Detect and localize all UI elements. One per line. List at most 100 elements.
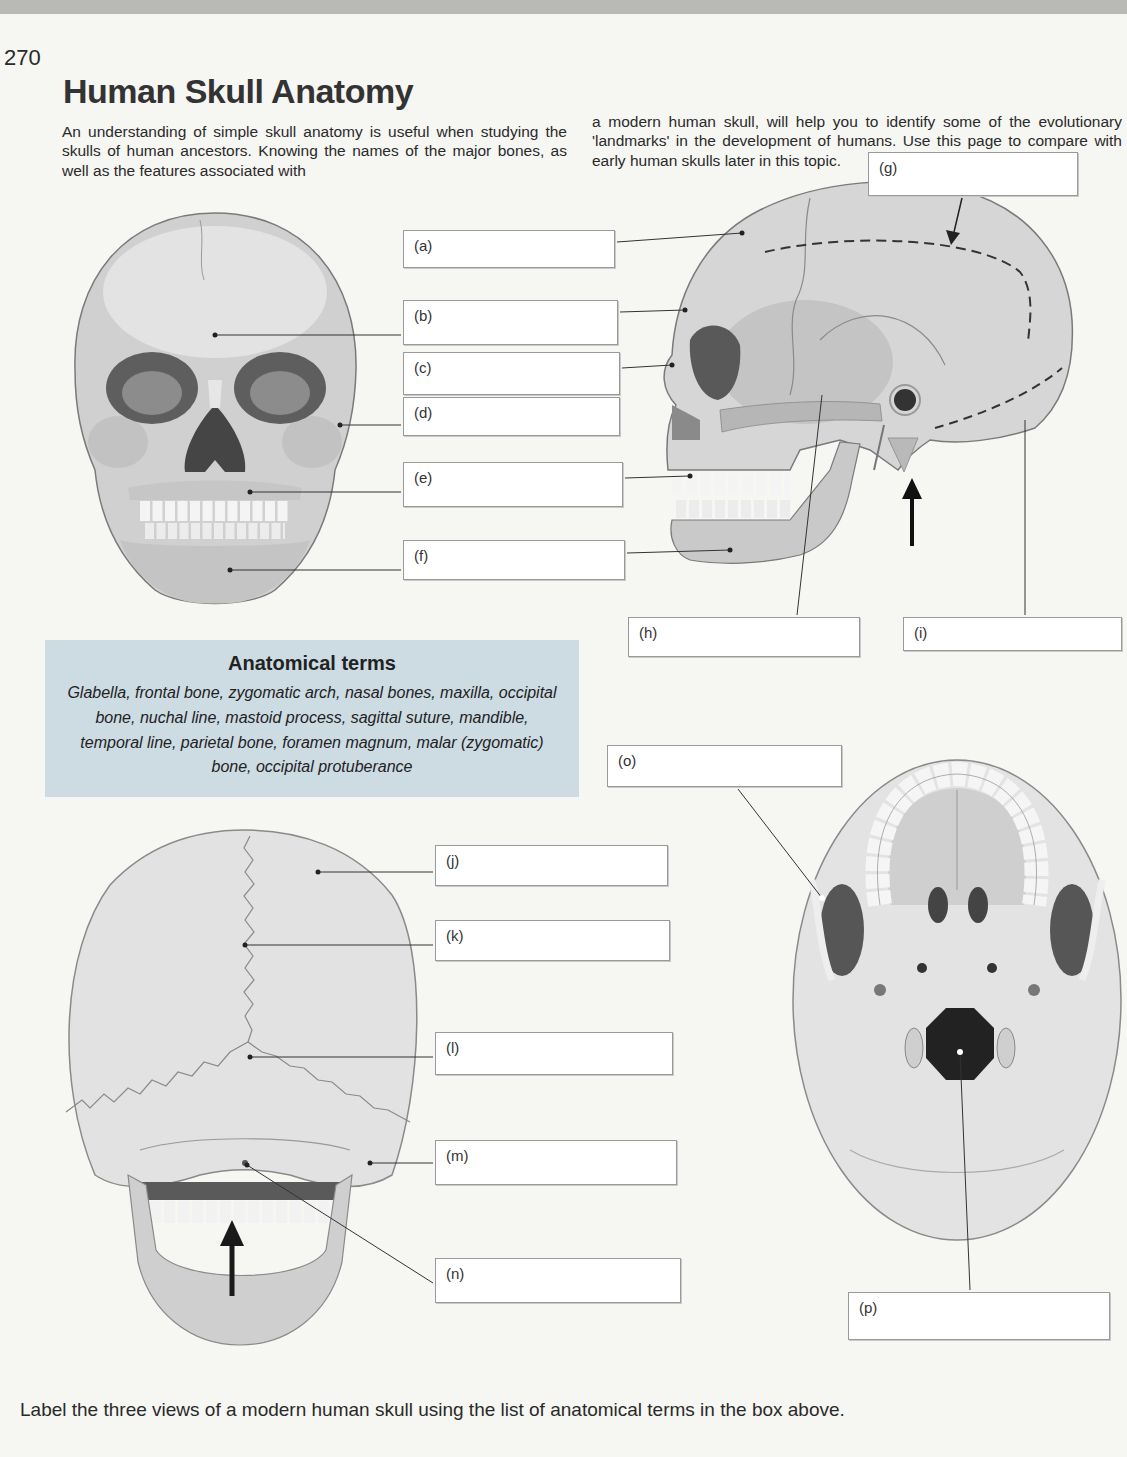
nuchal-ridge — [850, 1150, 1064, 1173]
leader-line — [245, 945, 433, 946]
answer-box: (d) — [403, 397, 620, 436]
zygomatic-arch — [720, 402, 882, 432]
callout-letter: (j) — [446, 852, 657, 869]
skull-base-outline — [793, 760, 1121, 1240]
pointer-arrow — [230, 1242, 235, 1296]
pointer-arrow — [954, 198, 962, 232]
leader-line — [960, 1052, 970, 1290]
leader-line — [617, 233, 742, 242]
upper-teeth — [672, 473, 790, 495]
cranium — [664, 182, 1072, 470]
leader-dot — [957, 1049, 963, 1055]
arrow-head — [220, 1220, 244, 1246]
leader-dot — [368, 1161, 373, 1166]
answer-box: (n) — [435, 1258, 681, 1303]
leader-line — [247, 1165, 433, 1283]
leader-line — [620, 310, 685, 312]
squamosal-suture — [820, 316, 945, 365]
zygomatic-arch — [1082, 880, 1102, 980]
nuchal-dashes — [935, 368, 1062, 428]
palate-suture — [957, 790, 958, 890]
nasal-cavity — [185, 405, 246, 472]
callout-letter: (o) — [618, 752, 831, 769]
answer-box: (o) — [607, 745, 842, 787]
leader-dot — [248, 490, 253, 495]
callout-letter: (k) — [446, 927, 659, 944]
answer-box: (p) — [848, 1292, 1110, 1340]
orbit — [234, 352, 326, 424]
upper-teeth — [140, 501, 290, 521]
leader-line — [1025, 420, 1026, 615]
skull-base-gap — [140, 1182, 345, 1200]
answer-box: (h) — [628, 617, 860, 657]
frontal-bone — [103, 226, 327, 358]
page-number: 270 — [4, 44, 41, 72]
ear-canal — [894, 389, 916, 411]
leader-dot — [819, 895, 825, 901]
leader-dot — [688, 474, 693, 479]
lower-teeth — [676, 500, 790, 518]
orbit-inner — [122, 371, 182, 415]
teeth-line — [877, 774, 1036, 905]
callout-letter: (f) — [414, 547, 614, 564]
callout-letter: (l) — [446, 1039, 662, 1056]
condyle — [905, 1028, 923, 1068]
side-skull — [664, 182, 1072, 563]
answer-box: (i) — [903, 617, 1122, 651]
callout-letter: (g) — [879, 159, 1067, 176]
leader-line — [215, 335, 401, 336]
answer-box: (f) — [403, 540, 625, 580]
teeth-arc — [877, 774, 1036, 905]
callout-letter: (i) — [914, 624, 1111, 641]
callout-letter: (n) — [446, 1265, 670, 1282]
mastoid — [888, 438, 918, 472]
term-list: Glabella, frontal bone, zygomatic arch, … — [65, 681, 559, 780]
suture — [200, 220, 204, 280]
nuchal-ridge — [140, 1139, 350, 1150]
leader-line — [340, 425, 401, 426]
zygomatic-arch — [812, 880, 832, 980]
coronal-suture — [790, 198, 810, 395]
maxilla — [128, 481, 302, 501]
answer-box: (e) — [403, 462, 623, 507]
foramen — [917, 963, 927, 973]
leader-dot — [728, 548, 733, 553]
leader-dot — [338, 423, 343, 428]
foramen-magnum — [926, 1008, 994, 1080]
front-skull — [75, 213, 356, 604]
term-list-box: Anatomical termsGlabella, frontal bone, … — [45, 640, 579, 797]
answer-box: (k) — [435, 920, 670, 961]
callout-letter: (c) — [414, 359, 609, 376]
callout-letter: (b) — [414, 307, 607, 324]
leader-dot — [316, 870, 321, 875]
nasal-opening — [672, 405, 700, 440]
callout-letter: (a) — [414, 237, 604, 254]
nasal-bones — [208, 380, 222, 408]
skull-outline — [75, 213, 356, 604]
foramen — [874, 984, 886, 996]
leader-line — [230, 570, 401, 571]
leader-line — [250, 492, 401, 493]
cranium — [69, 830, 417, 1187]
leader-dot — [228, 568, 233, 573]
leader-line — [797, 395, 822, 615]
leader-line — [370, 1163, 433, 1164]
base-skull — [793, 760, 1121, 1240]
leader-line — [318, 872, 433, 873]
cheek-bone — [88, 416, 148, 468]
cheek-bone — [282, 416, 342, 468]
answer-box: (a) — [403, 230, 615, 268]
mandible — [671, 442, 860, 563]
orbit — [690, 326, 741, 400]
arrow-head — [946, 230, 960, 245]
callout-letter: (m) — [446, 1147, 666, 1164]
callout-letter: (h) — [639, 624, 849, 641]
sagittal-suture — [244, 836, 254, 1042]
lambdoid-suture — [66, 1042, 410, 1122]
leader-dot — [213, 333, 218, 338]
mandible — [128, 1175, 352, 1345]
ear-rim — [890, 385, 920, 415]
choana — [968, 887, 988, 923]
leader-line — [627, 550, 730, 553]
page-title: Human Skull Anatomy — [63, 72, 413, 111]
